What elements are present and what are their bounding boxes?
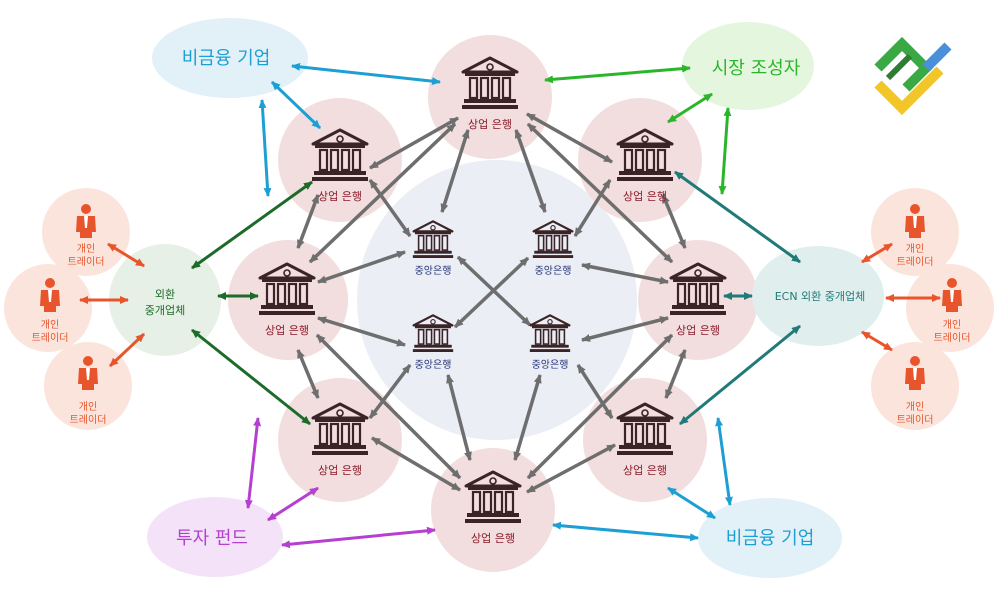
commercial-bank-label: 상업 은행 xyxy=(676,324,720,337)
trader-left-bottom: 개인 트레이더 xyxy=(70,356,107,426)
commercial-bank-upper-left: 상업 은행 xyxy=(310,128,370,203)
fx-broker-arrows xyxy=(191,180,313,426)
trader-label-line1: 개인 xyxy=(943,319,961,331)
trader-left-top: 개인 트레이더 xyxy=(68,204,105,268)
trader-left-middle: 개인 트레이더 xyxy=(32,278,69,344)
central-bank-label: 중앙은행 xyxy=(532,359,569,371)
non-financial-bottom-bg xyxy=(698,498,842,578)
central-bank-upper-left: 중앙은행 xyxy=(411,220,455,277)
central-bank-label: 중앙은행 xyxy=(415,359,452,371)
central-bank-lower-right: 중앙은행 xyxy=(528,314,572,371)
commercial-bank-left: 상업 은행 xyxy=(257,262,317,337)
investment-fund-label: 투자 펀드 xyxy=(176,528,248,549)
commercial-bank-lower-right: 상업 은행 xyxy=(615,402,675,477)
commercial-bank-right: 상업 은행 xyxy=(668,262,728,337)
trader-label-line1: 개인 xyxy=(77,243,95,255)
fx-broker-bg xyxy=(109,244,221,356)
trader-label-line2: 트레이더 xyxy=(897,414,934,426)
commercial-bank-label: 상업 은행 xyxy=(318,190,362,203)
commercial-bank-label: 상업 은행 xyxy=(623,464,667,477)
trader-label-line1: 개인 xyxy=(79,401,97,413)
investment-fund-arrows xyxy=(244,417,436,549)
central-bank-upper-right: 중앙은행 xyxy=(531,220,575,277)
trader-arrows xyxy=(79,242,941,368)
trader-label-line2: 트레이더 xyxy=(32,332,69,344)
non-financial-top-bg xyxy=(152,18,308,98)
market-maker-label: 시장 조성자 xyxy=(712,58,801,79)
trader-label-line1: 개인 xyxy=(906,401,924,413)
investment-fund-bg xyxy=(147,497,283,577)
market-maker-bg xyxy=(682,22,814,110)
commercial-bank-label: 상업 은행 xyxy=(265,324,309,337)
ecn-broker-arrows xyxy=(674,170,801,426)
litefinance-logo xyxy=(874,36,952,116)
trader-label-line1: 개인 xyxy=(906,243,924,255)
non-financial-bottom-label: 비금융 기업 xyxy=(726,528,815,549)
commercial-bank-label: 상업 은행 xyxy=(471,532,515,545)
fx-broker-label-line2: 중개업체 xyxy=(145,304,185,317)
ecn-broker-bg xyxy=(752,246,884,346)
commercial-bank-label: 상업 은행 xyxy=(318,464,362,477)
commercial-bank-upper-right: 상업 은행 xyxy=(615,128,675,203)
non-financial-top-label: 비금융 기업 xyxy=(182,48,271,69)
commercial-bank-label: 상업 은행 xyxy=(468,118,512,131)
trader-right-middle: 개인 트레이더 xyxy=(934,278,971,344)
commercial-bank-bottom: 상업 은행 xyxy=(463,470,523,545)
trader-label-line2: 트레이더 xyxy=(934,332,971,344)
fx-broker-label-line1: 외환 xyxy=(155,288,175,301)
trader-right-bottom: 개인 트레이더 xyxy=(897,356,934,426)
commercial-bank-top: 상업 은행 xyxy=(460,56,520,131)
central-bank-label: 중앙은행 xyxy=(415,265,452,277)
central-bank-lower-left: 중앙은행 xyxy=(411,314,455,371)
ecn-broker-label: ECN 외환 중개업체 xyxy=(775,290,866,303)
interbank-arrows xyxy=(296,112,687,494)
trader-label-line2: 트레이더 xyxy=(70,414,107,426)
non-financial-arrows xyxy=(258,62,733,542)
central-bank-label: 중앙은행 xyxy=(535,265,572,277)
trader-label-line1: 개인 xyxy=(41,319,59,331)
trader-right-top: 개인 트레이더 xyxy=(897,204,934,268)
trader-label-line2: 트레이더 xyxy=(68,256,105,268)
commercial-bank-lower-left: 상업 은행 xyxy=(310,402,370,477)
fx-broker: 외환 중개업체 xyxy=(145,288,185,317)
trader-label-line2: 트레이더 xyxy=(897,256,934,268)
commercial-bank-label: 상업 은행 xyxy=(623,190,667,203)
